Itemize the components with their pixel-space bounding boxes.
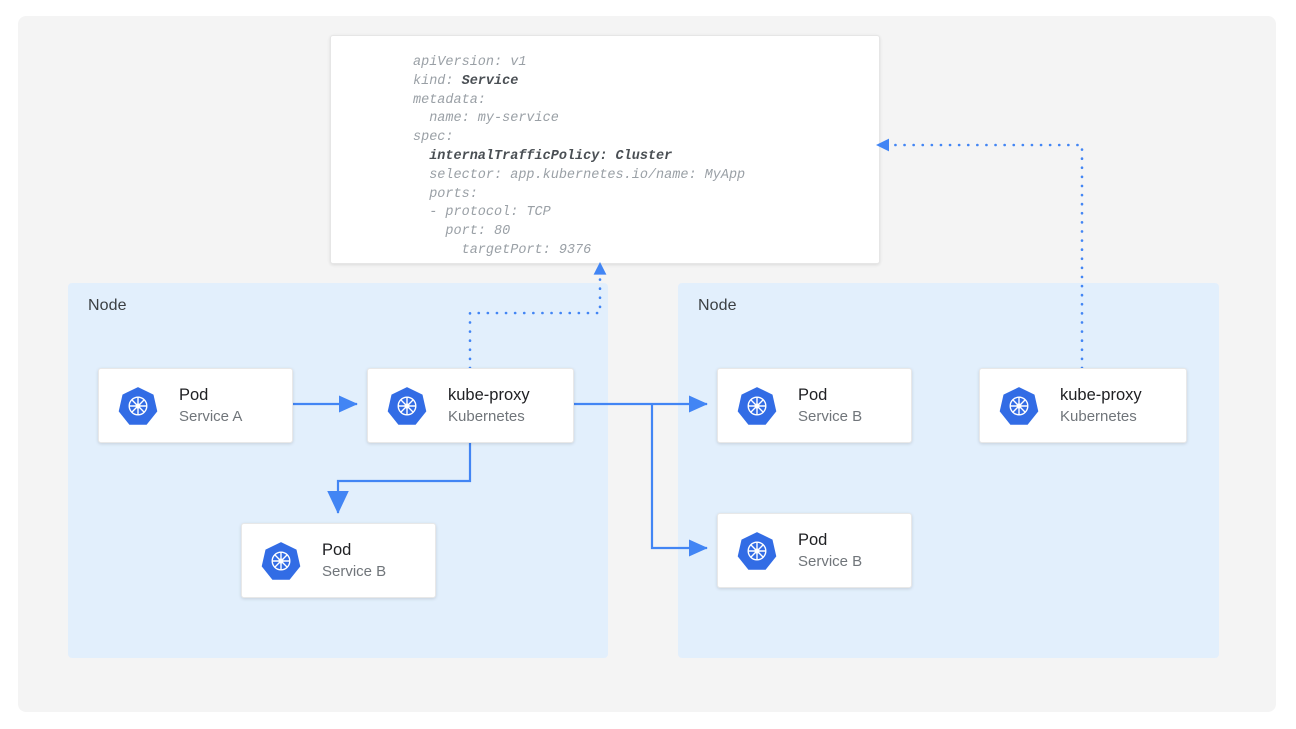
wire-kube-proxy-to-pod-b-bottom <box>650 404 708 557</box>
service-manifest-text: apiVersion: v1 kind: Service metadata: n… <box>413 54 745 261</box>
yaml-line-selector: selector: app.kubernetes.io/name: MyApp <box>413 167 746 183</box>
yaml-line-metadata: metadata: <box>413 92 486 108</box>
kubernetes-icon <box>737 386 777 425</box>
card-subtitle: Service A <box>179 407 243 425</box>
card-pod-service-b-left[interactable]: Pod Service B <box>241 523 436 598</box>
card-subtitle: Kubernetes <box>1060 407 1137 425</box>
kubernetes-icon <box>737 531 777 570</box>
card-title: kube-proxy <box>448 385 530 404</box>
node-right: Node <box>678 283 1219 658</box>
wire-kube-proxy-left-to-manifest <box>468 273 602 370</box>
wire-kube-proxy-right-to-manifest <box>888 143 1084 370</box>
card-pod-service-b-top[interactable]: Pod Service B <box>717 368 912 443</box>
card-title: kube-proxy <box>1060 385 1142 404</box>
card-kube-proxy-left[interactable]: kube-proxy Kubernetes <box>367 368 574 443</box>
yaml-line-ports: ports: <box>413 186 478 202</box>
card-pod-service-a[interactable]: Pod Service A <box>98 368 293 443</box>
yaml-line-kind-key: kind: <box>413 73 462 89</box>
node-left-label: Node <box>88 297 127 314</box>
yaml-line-port: port: 80 <box>413 224 511 240</box>
yaml-line-protocol: - protocol: TCP <box>413 205 551 221</box>
kubernetes-icon <box>387 386 427 425</box>
arrowhead-manifest-right <box>876 138 889 152</box>
yaml-line-spec: spec: <box>413 130 454 146</box>
card-title: Pod <box>322 540 352 559</box>
kubernetes-icon <box>118 386 158 425</box>
yaml-line-name: name: my-service <box>413 111 559 127</box>
yaml-line-targetport: targetPort: 9376 <box>413 242 592 258</box>
yaml-line-internal-traffic-policy: internalTrafficPolicy: Cluster <box>413 148 673 164</box>
arrowhead-manifest-bottom <box>593 262 607 275</box>
wire-kube-proxy-to-pod-b-left <box>327 441 472 514</box>
card-title: Pod <box>798 530 828 549</box>
kubernetes-icon <box>261 541 301 580</box>
card-subtitle: Kubernetes <box>448 407 525 425</box>
kubernetes-icon <box>999 386 1039 425</box>
node-right-label: Node <box>698 297 737 314</box>
card-title: Pod <box>798 385 828 404</box>
card-subtitle: Service B <box>322 562 387 580</box>
yaml-line-kind-value: Service <box>461 73 519 89</box>
card-subtitle: Service B <box>798 552 863 570</box>
service-manifest-card: apiVersion: v1 kind: Service metadata: n… <box>330 35 880 264</box>
card-subtitle: Service B <box>798 407 863 425</box>
card-title: Pod <box>179 385 209 404</box>
yaml-line-apiversion: apiVersion: v1 <box>413 55 527 70</box>
card-kube-proxy-right[interactable]: kube-proxy Kubernetes <box>979 368 1187 443</box>
card-pod-service-b-bottom[interactable]: Pod Service B <box>717 513 912 588</box>
